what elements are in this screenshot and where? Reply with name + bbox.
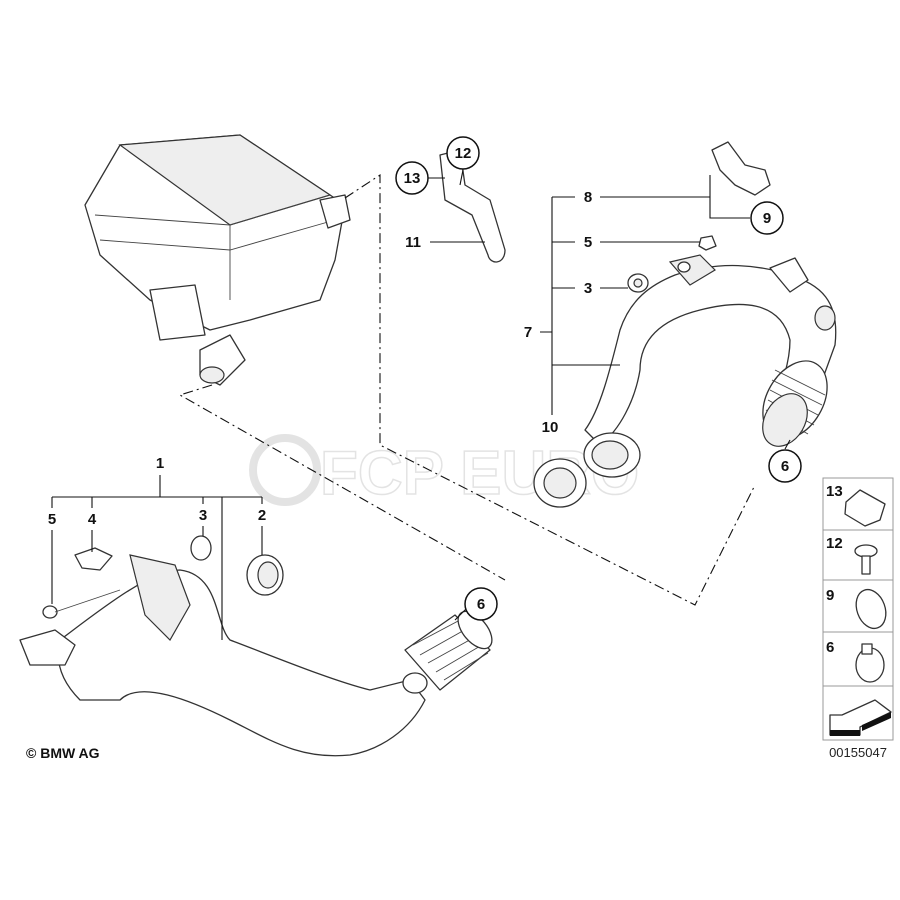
callout-3[interactable]: 3 (584, 280, 592, 297)
diagram-number: 00155047 (829, 745, 887, 760)
svg-text:13: 13 (826, 483, 843, 500)
callout-3-lower[interactable]: 3 (199, 507, 207, 524)
callout-6[interactable]: 6 (768, 449, 802, 483)
callout-13[interactable]: 13 (395, 161, 429, 195)
callout-6-lower[interactable]: 6 (464, 587, 498, 621)
legend-item-12[interactable]: 12 (822, 529, 894, 581)
clip-icon (844, 489, 886, 527)
svg-text:12: 12 (455, 145, 472, 162)
svg-text:6: 6 (826, 639, 834, 656)
svg-text:9: 9 (826, 587, 834, 604)
callout-9[interactable]: 9 (750, 201, 784, 235)
intake-duct-lower (19, 554, 493, 757)
bracket-11 (439, 149, 506, 263)
legend-item-9[interactable]: 9 (822, 579, 894, 633)
svg-text:6: 6 (781, 458, 789, 475)
svg-text:9: 9 (763, 210, 771, 227)
callout-5-lower[interactable]: 5 (48, 511, 56, 528)
leader-lines-upper (428, 169, 791, 450)
hose-clamp-icon (855, 643, 885, 683)
callout-2[interactable]: 2 (258, 507, 266, 524)
nut-5-lower (42, 605, 58, 619)
clip-4 (74, 547, 113, 571)
grommet-3-lower (190, 535, 212, 561)
nut-5 (698, 235, 717, 251)
sensor-8 (711, 141, 771, 196)
seal-ring-icon (855, 588, 887, 630)
screw-icon (854, 544, 878, 575)
callout-5[interactable]: 5 (584, 234, 592, 251)
callout-11[interactable]: 11 (405, 234, 421, 251)
callout-4[interactable]: 4 (88, 511, 97, 528)
svg-text:13: 13 (404, 170, 421, 187)
callout-1[interactable]: 1 (156, 455, 164, 472)
connection-line (344, 173, 756, 606)
svg-text:12: 12 (826, 535, 843, 552)
callout-8[interactable]: 8 (584, 189, 592, 206)
copyright: © BMW AG (26, 745, 100, 761)
bellows-lower (404, 610, 493, 691)
seal-10 (533, 458, 587, 508)
bellows (762, 360, 828, 447)
air-filter-housing (84, 134, 351, 386)
callout-7[interactable]: 7 (524, 324, 532, 341)
leader-lines-lower (51, 475, 468, 640)
legend-item-13[interactable]: 13 (822, 477, 894, 531)
callout-10[interactable]: 10 (542, 419, 559, 436)
svg-text:6: 6 (477, 596, 485, 613)
legend: 13 12 9 6 (822, 477, 894, 741)
intake-duct-upper (583, 254, 837, 478)
legend-item-6[interactable]: 6 (822, 631, 894, 687)
callout-12[interactable]: 12 (446, 136, 480, 170)
legend-item-arrow[interactable] (822, 685, 894, 741)
connection-line (178, 384, 506, 581)
